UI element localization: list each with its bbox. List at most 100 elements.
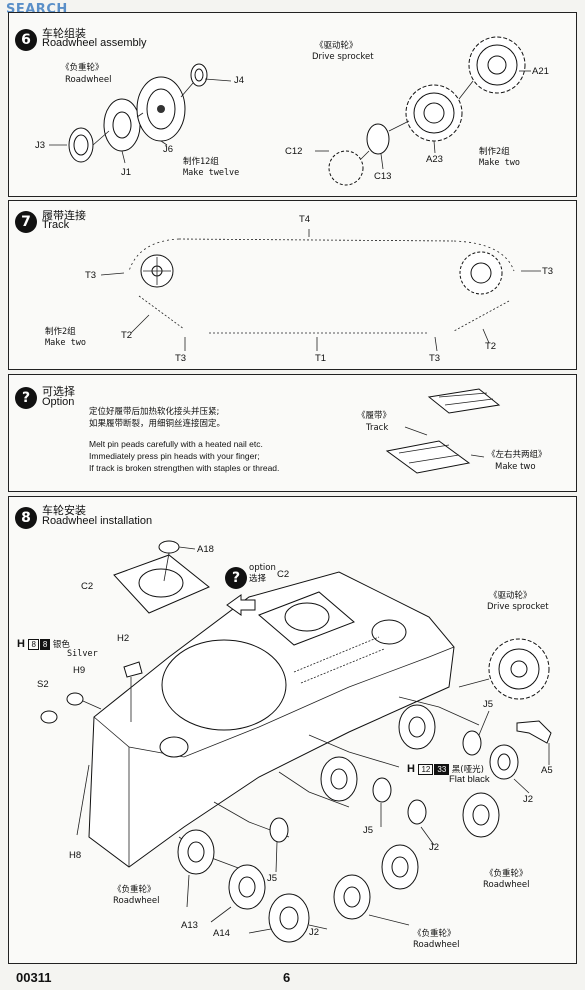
part-label-t4: T4 [299, 214, 311, 225]
black-paint-cn: 黑(哑光) [451, 765, 484, 775]
part-label-h8: H8 [69, 850, 82, 861]
turret-ring [161, 639, 287, 731]
a5-arm [516, 720, 552, 744]
step8-title-cn: 车轮安装 [42, 504, 86, 517]
step7-title-cn: 履带连接 [42, 209, 86, 222]
silver-paint-h: H [17, 638, 25, 650]
step7-title-en: Track [42, 219, 70, 231]
part-a23-sprocket [405, 84, 463, 142]
roadwheel-right-en: Roadwheel [483, 880, 530, 890]
part-label-j2-right: J2 [523, 794, 534, 805]
part-label-t3-bottom-left: T3 [175, 353, 187, 364]
silver-code-2: 8 [39, 639, 51, 650]
hull-assembly-drawing [40, 540, 552, 943]
roadwheel-bottom-cn: 《负重轮》 [413, 929, 456, 939]
part-label-j3: J3 [35, 140, 46, 151]
black-paint-en: Flat black [449, 774, 490, 785]
black-code-1: 12 [418, 764, 434, 775]
option-text-cn-2: 如果履带断裂，用细铜丝连接固定。 [89, 419, 226, 429]
part-label-t3-left: T3 [85, 270, 97, 281]
roadwheel-label-cn: 《负重轮》 [61, 63, 104, 73]
option-track-en: Track [366, 423, 389, 433]
step6-number: 6 [15, 29, 37, 51]
part-label-a18: A18 [197, 544, 214, 555]
option-text-en-1: Melt pin peads carefully with a heated n… [89, 439, 263, 449]
silver-paint-cn: 银色 [52, 640, 70, 650]
s2-part [40, 710, 58, 724]
part-label-t3-right: T3 [542, 266, 554, 277]
part-label-c2-right: C2 [277, 569, 290, 580]
roadwheel-left-en: Roadwheel [113, 896, 160, 906]
roadwheel-label-en: Roadwheel [65, 75, 112, 85]
footer-page-number: 6 [283, 970, 291, 985]
make-two-cn: 制作2组 [479, 147, 510, 157]
h2-part [123, 661, 143, 678]
hull-drive-sprocket [488, 638, 550, 700]
track-drawing [100, 229, 541, 352]
part-label-s2: S2 [37, 679, 49, 690]
option-bubble-icon: ? [225, 567, 247, 589]
a18-cap [158, 540, 180, 554]
part-label-c2-left: C2 [81, 581, 94, 592]
footer-code: 00311 [16, 970, 52, 985]
option-bubble-en: option [249, 563, 276, 573]
roadwheel-bottom-en: Roadwheel [413, 940, 460, 950]
make-two-en: Make two [479, 158, 520, 168]
idler-wheel [140, 254, 174, 288]
sprocket-label-cn: 《驱动轮》 [315, 41, 358, 51]
step8-sprocket-cn: 《驱动轮》 [489, 591, 532, 601]
option-panel: ? 可选择 Option 定位好履带后加热软化接头并压紧; 如果履带断裂，用细铜… [8, 374, 577, 492]
step6-title-en: Roadwheel assembly [42, 37, 147, 49]
part-label-a5: A5 [541, 765, 553, 776]
option-bubble-cn: 选择 [249, 574, 267, 584]
option-text-cn-1: 定位好履带后加热软化接头并压紧; [89, 407, 220, 417]
sprocket-label-en: Drive sprocket [312, 52, 374, 62]
part-label-a21: A21 [532, 66, 549, 77]
step8-number: 8 [15, 507, 37, 529]
track-link-upper [427, 388, 501, 414]
part-c13-disc [366, 123, 390, 155]
silver-code-1: 8 [28, 639, 39, 650]
part-label-t2-left: T2 [121, 330, 133, 341]
step6-title-cn: 车轮组装 [42, 27, 86, 40]
part-c12-ring [328, 150, 364, 186]
part-label-c13: C13 [374, 171, 392, 182]
step8-sprocket-en: Drive sprocket [487, 602, 549, 612]
option-make-two-en: Make two [495, 462, 536, 472]
step7-make-two-en: Make two [45, 338, 86, 348]
option-title-cn: 可选择 [42, 385, 75, 398]
part-label-j5-bottom: J5 [267, 873, 278, 884]
part-label-t1: T1 [315, 353, 327, 364]
part-label-j1: J1 [121, 167, 132, 178]
option-icon: ? [15, 387, 37, 409]
part-label-j2-bottom: J2 [309, 927, 320, 938]
part-a21-sprocket [468, 36, 526, 94]
part-label-h9: H9 [73, 665, 86, 676]
part-label-j6: J6 [163, 144, 174, 155]
step7-panel: 7 履带连接 Track 制作2组 Make two [8, 200, 577, 370]
option-arrow [226, 594, 256, 616]
part-label-t3-bottom-right: T3 [429, 353, 441, 364]
roadwheel-assembly-drawing [49, 36, 531, 186]
roadwheel-right-cn: 《负重轮》 [485, 869, 528, 879]
part-label-j5-top: J5 [483, 699, 494, 710]
black-code-2: 33 [434, 764, 450, 775]
make-twelve-en: Make twelve [183, 168, 240, 178]
option-title-en: Option [42, 396, 75, 408]
option-text-en-2: Immediately press pin heads with your fi… [89, 451, 260, 461]
part-label-t2-right: T2 [485, 341, 497, 352]
part-label-j5-mid: J5 [363, 825, 374, 836]
h9-part [66, 692, 84, 706]
track-sprocket [459, 251, 503, 295]
step7-make-two-cn: 制作2组 [45, 327, 76, 337]
track-links-drawing [385, 388, 501, 474]
make-twelve-cn: 制作12组 [183, 157, 219, 167]
part-label-a23: A23 [426, 154, 443, 165]
option-track-cn: 《履带》 [357, 411, 392, 421]
roadwheel-left-cn: 《负重轮》 [113, 885, 156, 895]
part-label-a14: A14 [213, 928, 230, 939]
part-label-j4: J4 [234, 75, 245, 86]
option-text-en-3: If track is broken strengthen with stapl… [89, 463, 280, 473]
